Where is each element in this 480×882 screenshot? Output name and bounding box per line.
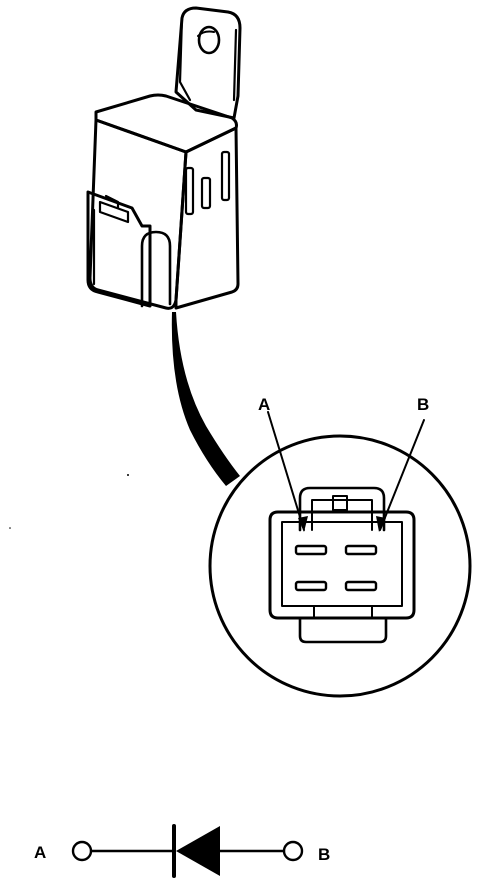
relay-connector-housing	[86, 190, 172, 308]
diode-triangle	[176, 826, 220, 876]
mounting-bracket	[174, 6, 242, 120]
relay-unit	[86, 6, 242, 310]
connector-label-a: A	[258, 395, 270, 414]
speck	[127, 474, 129, 476]
terminal-node-a	[71, 840, 93, 862]
terminal-node-b	[282, 840, 304, 862]
terminal-a	[294, 544, 328, 556]
bracket-hole	[197, 25, 221, 55]
terminal-b	[344, 544, 378, 556]
connector-key	[298, 616, 388, 644]
symbol-label-a: A	[34, 843, 46, 862]
symbol-label-b: B	[318, 845, 330, 864]
diode-symbol: A B	[34, 824, 330, 878]
terminal-3	[294, 580, 328, 592]
arrow-a	[298, 516, 308, 532]
magnifier-circle	[208, 434, 472, 698]
vent-slots	[184, 150, 231, 216]
terminal-4	[344, 580, 378, 592]
locking-tab	[298, 486, 386, 532]
arrow-b	[376, 516, 386, 532]
leader-line-b	[379, 419, 425, 531]
connector-label-b: B	[417, 395, 429, 414]
relay-side-face	[174, 126, 240, 310]
connector-detail: A B	[208, 395, 472, 698]
connector-face	[268, 510, 416, 620]
leader-line-a	[267, 411, 305, 531]
speck	[9, 527, 11, 529]
relay-cable	[171, 312, 240, 486]
